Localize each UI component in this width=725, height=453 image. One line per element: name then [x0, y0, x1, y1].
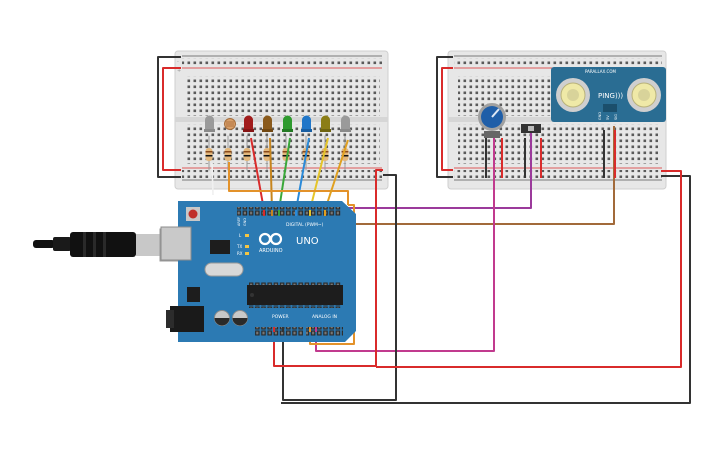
led-olive[interactable] — [320, 115, 331, 133]
wire-yellow-led[interactable] — [309, 137, 329, 211]
slide-switch[interactable] — [521, 124, 541, 133]
gnd-label: GND — [243, 218, 247, 226]
header-wire-ends — [263, 210, 326, 332]
analog-in-label: ANALOG IN — [312, 314, 337, 320]
led-tx-label: TX — [236, 244, 242, 249]
wire-black-gnd-left[interactable] — [282, 174, 397, 401]
arduino-uno-board[interactable]: ARDUINO UNO DIGITAL (PWM~) ANALOG IN POW… — [160, 201, 356, 342]
wire-gray-led[interactable] — [324, 139, 349, 211]
resistor-1[interactable] — [205, 135, 213, 171]
power-header[interactable] — [255, 327, 303, 336]
ping-sensor[interactable]: PARALLAX.COM PING))) GND 5V SIG — [551, 67, 666, 122]
svg-text:-: - — [177, 59, 179, 65]
sensor-model-label: PING))) — [598, 92, 623, 100]
arduino-brand-label: ARDUINO — [259, 248, 283, 254]
photoresistor[interactable] — [224, 118, 236, 130]
wire-red-right-rail[interactable] — [441, 67, 453, 171]
wire-white-led[interactable] — [211, 162, 214, 196]
svg-text:GND: GND — [598, 112, 602, 120]
svg-text:SIG: SIG — [614, 114, 618, 120]
led-l-label: L — [239, 233, 242, 238]
led-rx-label: RX — [237, 251, 243, 256]
digital-header[interactable] — [237, 207, 341, 216]
power-label: POWER — [272, 314, 289, 320]
wire-orange-photoresistor[interactable] — [228, 162, 349, 205]
potentiometer[interactable] — [478, 103, 506, 138]
wire-red-left-rail[interactable] — [162, 67, 181, 171]
sensor-brand-label: PARALLAX.COM — [585, 69, 616, 74]
board-model-label: UNO — [296, 236, 319, 247]
reset-button[interactable] — [186, 207, 200, 221]
analog-header[interactable] — [306, 327, 343, 336]
resistor-3[interactable] — [243, 135, 251, 171]
wire-red-led[interactable] — [250, 137, 265, 211]
infinity-logo-icon — [258, 232, 283, 246]
led-green[interactable] — [282, 115, 293, 133]
led-gray-1[interactable] — [204, 115, 215, 133]
wire-black-right-rail[interactable] — [436, 56, 453, 178]
led-blue[interactable] — [301, 115, 312, 133]
wire-purple[interactable] — [340, 126, 532, 209]
sensor-pin-labels: GND 5V SIG — [598, 112, 618, 120]
led-row — [204, 115, 351, 133]
wire-green-led[interactable] — [278, 137, 291, 211]
wire-blue-led[interactable] — [295, 137, 310, 211]
wire-amber-led[interactable] — [269, 137, 273, 211]
aref-label: AREF — [237, 217, 241, 226]
svg-text:+: + — [177, 68, 181, 74]
resistor-4[interactable] — [263, 135, 271, 171]
microcontroller-chip — [247, 282, 343, 308]
svg-text:5V: 5V — [606, 115, 610, 120]
led-red[interactable] — [243, 115, 254, 133]
digital-pwm-label: DIGITAL (PWM~) — [286, 222, 324, 228]
led-gray-2[interactable] — [340, 115, 351, 133]
wire-black-gnd-right[interactable] — [281, 175, 691, 404]
led-amber[interactable] — [262, 115, 273, 133]
wire-black-left-rail[interactable] — [157, 56, 181, 178]
wire-red-5v-right[interactable] — [376, 170, 682, 368]
